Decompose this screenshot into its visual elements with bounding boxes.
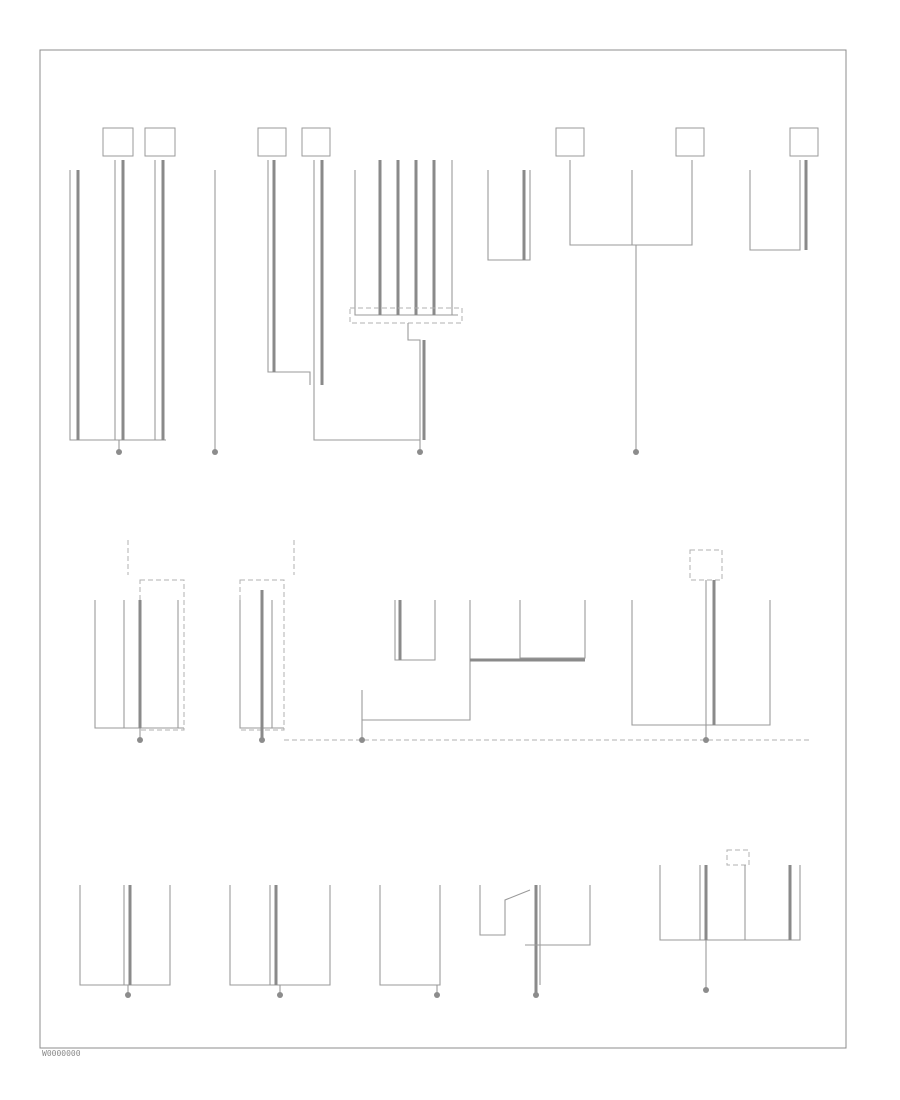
diagram-code: W0000000 <box>42 1049 81 1058</box>
component-labels-top <box>58 97 78 117</box>
wires-middle-center <box>361 600 586 740</box>
dashed-dividers-middle <box>127 540 810 741</box>
wires-bottom-left <box>79 885 331 995</box>
grounds-top <box>116 449 639 455</box>
section-bottom <box>79 849 801 998</box>
wires-top-center <box>349 160 531 452</box>
grounds-bottom <box>125 987 709 998</box>
connectors-top <box>102 127 819 157</box>
grounds-middle <box>137 737 709 743</box>
wires-bottom-center <box>379 885 591 995</box>
wires-bottom-right <box>659 865 801 990</box>
section-middle <box>94 540 810 743</box>
wires-middle-left <box>94 590 284 740</box>
wires-middle-right <box>631 580 771 740</box>
section-top <box>58 97 819 455</box>
wires-top-right <box>569 160 808 452</box>
diagram-frame <box>39 49 847 1049</box>
wires-top-left <box>69 160 420 452</box>
